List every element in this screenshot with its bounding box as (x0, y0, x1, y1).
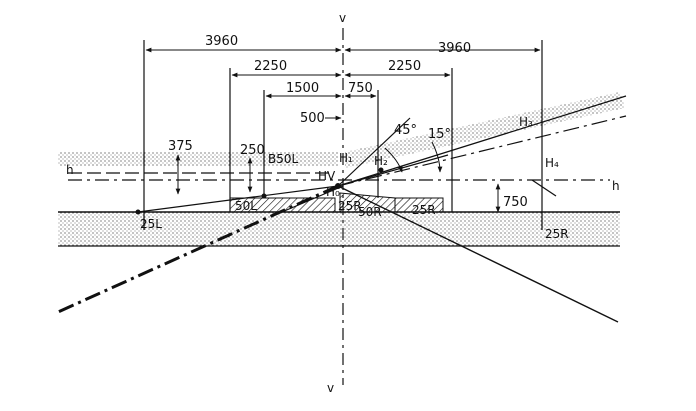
arc-45 (384, 147, 403, 173)
h2-point-marker (378, 167, 384, 173)
beam-line-right (337, 185, 619, 323)
label-h2: H₂ (374, 154, 388, 168)
dim-3960-right: 3960 (438, 41, 471, 56)
label-25r-center: 25R (338, 199, 362, 213)
b50l-point-marker (261, 193, 267, 199)
angle-45: 45° (394, 123, 417, 138)
dim-250: 250 (240, 143, 265, 158)
label-25r-right: 25R (545, 227, 569, 241)
label-50l: 50L (235, 199, 257, 213)
beam-line-left (57, 184, 339, 314)
label-h4: H₄ (545, 156, 559, 170)
dim-500: 500 (300, 111, 325, 126)
dotted-band-upper (58, 92, 625, 168)
construction-lines (57, 28, 627, 385)
dim-1500: 1500 (286, 81, 319, 96)
dim-750-side: 750 (503, 195, 528, 210)
line-15-degrees-dashed (337, 115, 627, 187)
hv-point-marker (335, 183, 341, 189)
line-45-degrees (337, 117, 411, 187)
cutoff-left (137, 185, 339, 213)
beam-line-center-left (281, 185, 344, 213)
dim-750-top: 750 (348, 81, 373, 96)
dim-2250-right: 2250 (388, 59, 421, 74)
label-25r-box: 25R (412, 203, 436, 217)
angle-15: 15° (428, 127, 451, 142)
dim-3960-left: 3960 (205, 34, 238, 49)
label-h0: H₀ (326, 185, 340, 199)
label-h1: H₁ (339, 151, 353, 165)
dim-2250-left: 2250 (254, 59, 287, 74)
label-50r: 50R (358, 205, 382, 219)
dotted-band-road (58, 212, 620, 246)
arc-15 (431, 141, 443, 173)
point-markers (135, 167, 384, 215)
h-axis-label-left: h (66, 163, 74, 177)
p25l-point-marker (135, 209, 141, 215)
dim-375: 375 (168, 139, 193, 154)
v-axis-label-bottom: v (327, 381, 334, 395)
label-hv: HV (318, 169, 336, 183)
h-axis-label-right: h (612, 179, 620, 193)
tick-h4 (531, 179, 557, 197)
dimension-lines (145, 47, 541, 213)
label-h3: H₃ (519, 115, 533, 129)
line-15-degrees-solid (337, 95, 627, 187)
label-b50l: B50L (268, 152, 299, 166)
label-25l: 25L (140, 217, 162, 231)
v-axis-label-top: v (339, 11, 346, 25)
